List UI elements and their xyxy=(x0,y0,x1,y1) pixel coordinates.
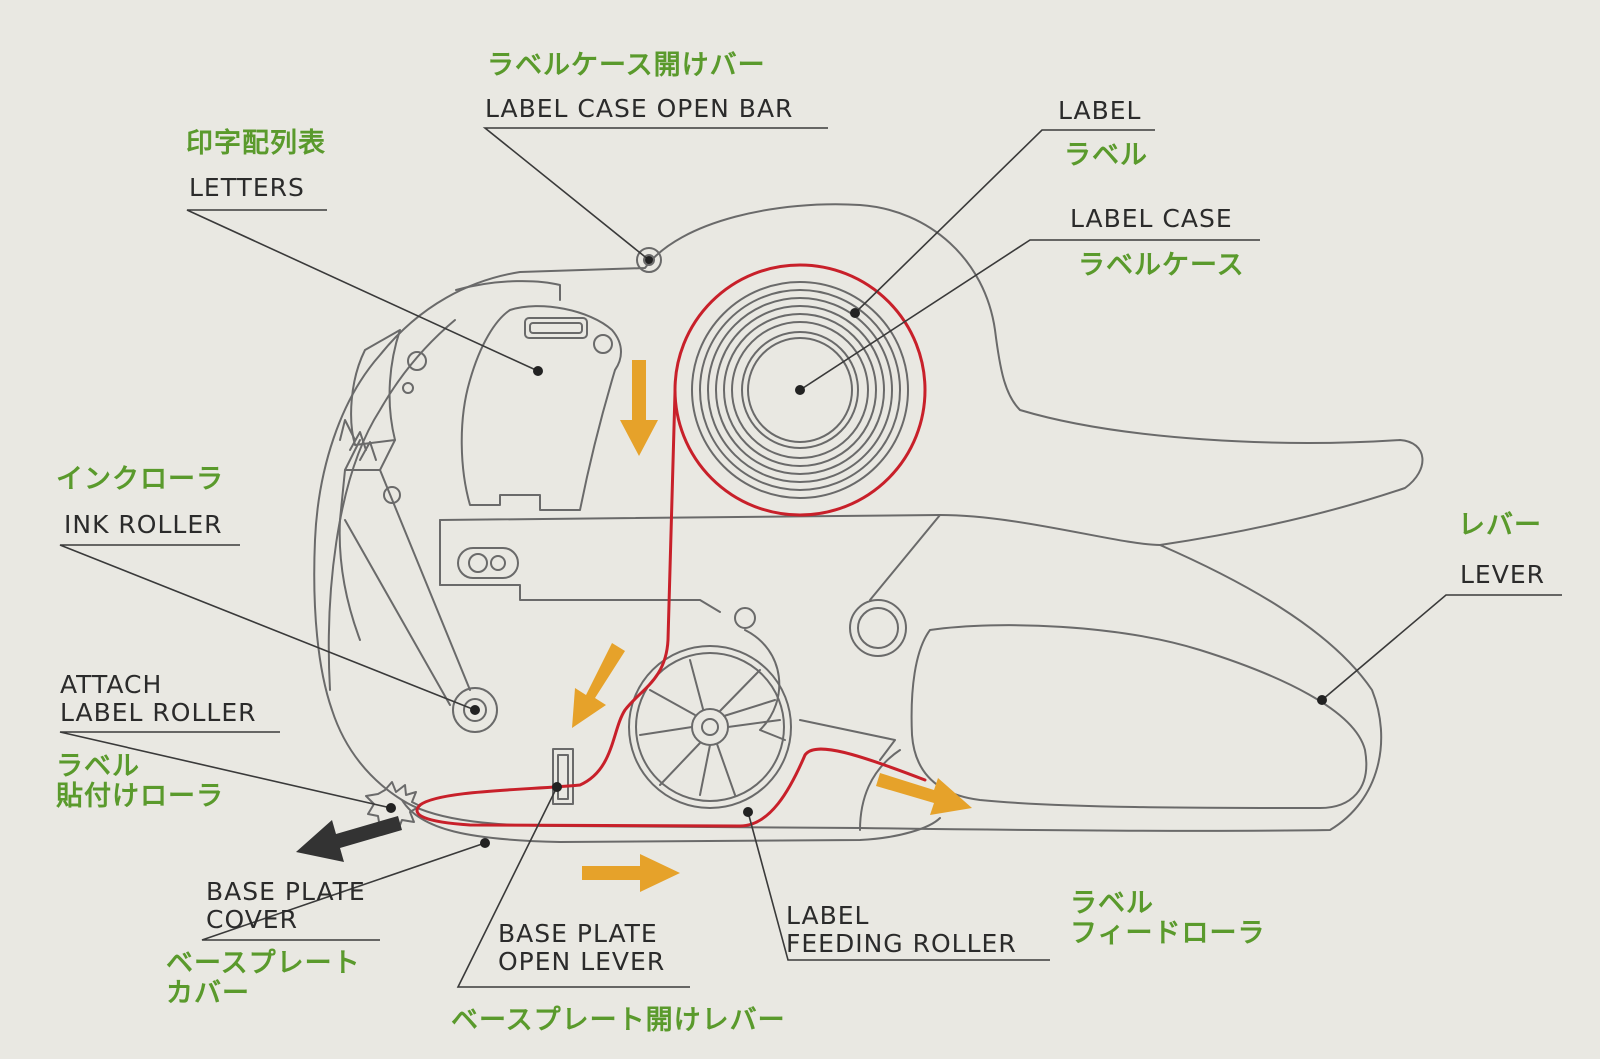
label-case-jp: ラベルケース xyxy=(1078,250,1245,281)
label-feeding-roller-en: LABEL FEEDING ROLLER xyxy=(786,901,1017,958)
label-en: LABEL xyxy=(1058,96,1142,125)
lever-en: LEVER xyxy=(1460,560,1545,589)
label-case-open-bar-jp: ラベルケース開けバー xyxy=(487,50,766,81)
base-plate-cover-en: BASE PLATE COVER xyxy=(206,877,366,934)
label-jp: ラベル xyxy=(1064,140,1148,171)
feed-direction-arrow-icon xyxy=(572,360,972,892)
label-feeding-roller-jp: ラベル フィードローラ xyxy=(1070,888,1266,950)
letters-jp: 印字配列表 xyxy=(186,128,326,159)
letters-en: LETTERS xyxy=(189,173,305,202)
base-plate-open-lever-en: BASE PLATE OPEN LEVER xyxy=(498,919,666,976)
ink-roller-en: INK ROLLER xyxy=(64,510,223,539)
attach-label-roller-en: ATTACH LABEL ROLLER xyxy=(60,670,257,727)
base-plate-cover-jp: ベースプレート カバー xyxy=(166,948,361,1010)
base-plate-open-lever-jp: ベースプレート開けレバー xyxy=(451,1005,786,1036)
label-case-open-bar-en: LABEL CASE OPEN BAR xyxy=(485,94,794,123)
exit-arrow-icon xyxy=(296,816,402,862)
attach-label-roller-jp: ラベル 貼付けローラ xyxy=(56,751,224,813)
label-path xyxy=(415,263,927,828)
leader-lines xyxy=(59,127,1562,988)
machine-outline xyxy=(313,203,1424,843)
ink-roller-jp: インクローラ xyxy=(56,464,224,495)
label-case-en: LABEL CASE xyxy=(1070,204,1233,233)
anchor-dots xyxy=(386,256,1327,848)
lever-jp: レバー xyxy=(1458,510,1542,541)
